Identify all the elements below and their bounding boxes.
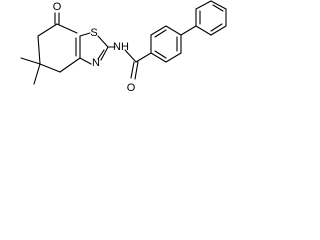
atom-label-oxygen-ketone: O — [53, 1, 62, 13]
atom-label-sulfur: S — [90, 27, 97, 39]
atom-label-oxygen-amide: O — [127, 82, 136, 94]
atom-label-thiazole-nitrogen: N — [92, 57, 100, 69]
atom-label-amide-nh: NH — [113, 41, 129, 53]
chemical-structure-diagram: O S NH N O — [20, 0, 227, 94]
bond-lines — [20, 0, 227, 85]
